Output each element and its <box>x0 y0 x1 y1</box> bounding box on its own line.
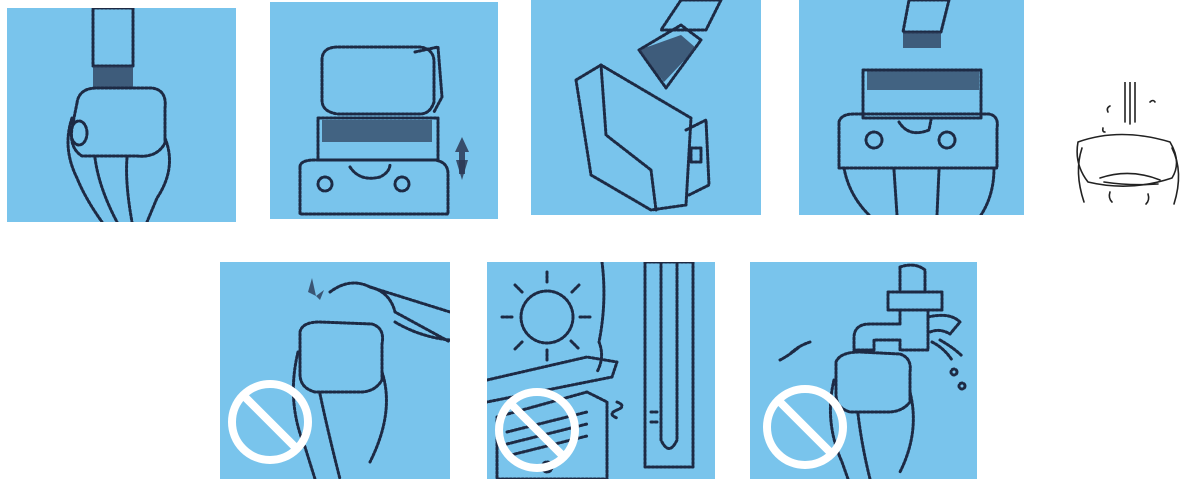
panel-no-pressing-foil <box>220 262 450 479</box>
panel-brush-foil-frame <box>531 0 761 215</box>
rinse-foil-illustration <box>1060 82 1190 218</box>
heat-sources-illustration <box>487 262 715 479</box>
panel-brush-cutter-block <box>7 8 236 222</box>
brush-foil-illustration <box>531 0 761 215</box>
panel-brush-cutter-top <box>799 0 1024 215</box>
brush-cutter-illustration <box>7 8 236 222</box>
lift-foil-illustration <box>270 2 498 219</box>
panel-no-rinsing-under-tap <box>750 262 977 479</box>
pressing-foil-illustration <box>220 262 450 479</box>
panel-rinse-foil <box>1060 82 1190 218</box>
brush-cutter-top-illustration <box>799 0 1024 215</box>
tap-splash-illustration <box>750 262 977 479</box>
panel-lift-foil-frame <box>270 2 498 219</box>
panel-no-heat-sources <box>487 262 715 479</box>
